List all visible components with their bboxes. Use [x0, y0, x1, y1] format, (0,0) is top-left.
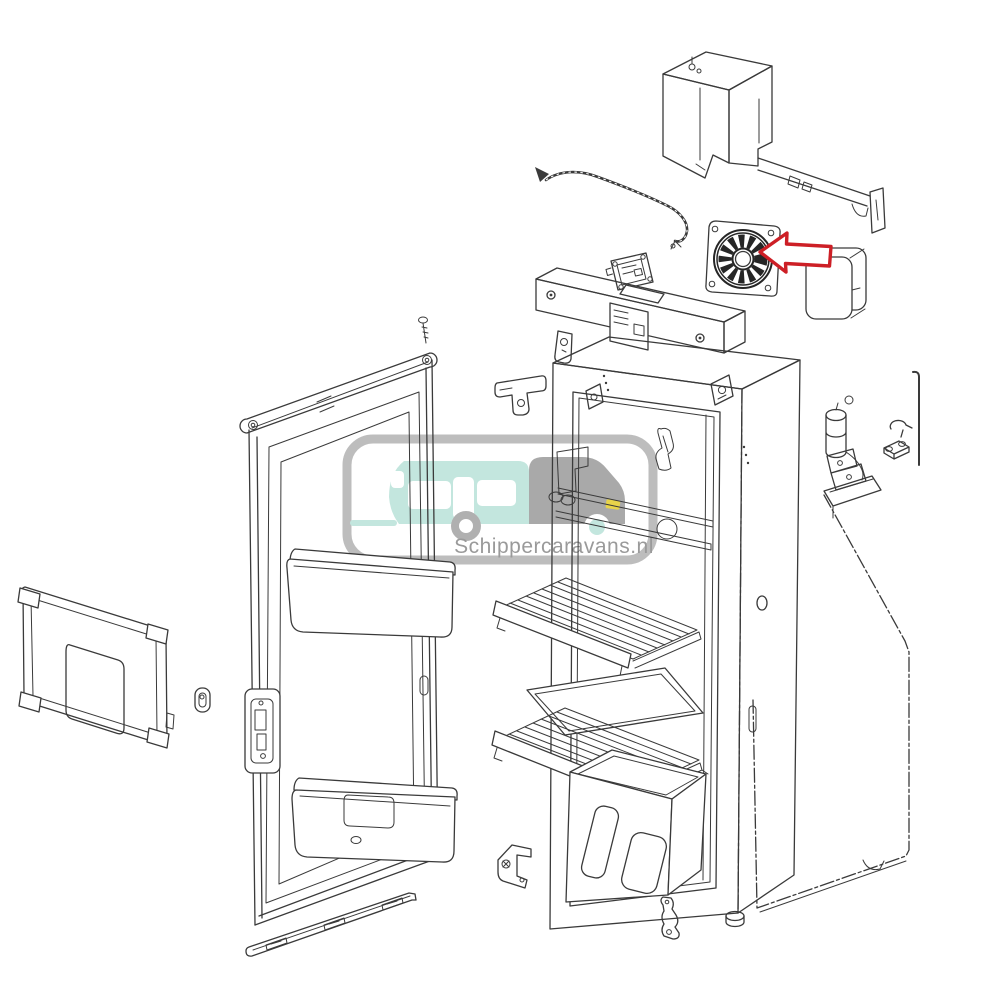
car-wheel: [589, 519, 605, 535]
annotation-arrow: [758, 231, 833, 274]
fan-blades: [718, 234, 768, 284]
harness-terminal: [535, 167, 549, 182]
evaporator-fittings: [548, 427, 714, 551]
flue-cover: [662, 51, 773, 179]
winter-vent-panel: [17, 586, 175, 749]
door-lock: [244, 688, 281, 774]
drip-tray: [526, 667, 704, 736]
grille-handle: [619, 284, 665, 304]
bottom-hinge-bracket: [660, 896, 680, 940]
caravan-door: [453, 477, 474, 519]
l-bracket: [497, 844, 532, 889]
panel-clip: [194, 687, 211, 713]
cabinet-foot: [725, 910, 745, 928]
wiring-harness: [535, 167, 689, 250]
door-lower-bin: [291, 777, 458, 863]
caravan-window-1: [408, 481, 451, 509]
caravan-drawbar: [350, 520, 397, 526]
door-assembly: [239, 316, 458, 926]
caravan-front-window: [391, 471, 404, 488]
t-bracket: [494, 375, 547, 416]
ventilation-fan: [705, 220, 781, 297]
side-panel: [752, 494, 910, 913]
crisper-box: [565, 749, 707, 903]
door-handle-slot: [419, 675, 429, 696]
mounting-rail: [757, 157, 886, 234]
car-silhouette: [529, 457, 625, 524]
caravan-wheel: [451, 511, 481, 541]
pipe-clips: [883, 419, 913, 460]
wire-shelf-upper: [492, 577, 702, 679]
door-screw: [418, 316, 429, 344]
watermark-text: Schippercaravans.nl: [454, 535, 654, 558]
burner-assembly: [823, 395, 882, 519]
fan-hub: [734, 250, 752, 268]
grille-mounting-tab: [554, 330, 573, 364]
car-headlight: [605, 499, 621, 510]
caravan-logo: [350, 457, 625, 541]
watermark-frame: [342, 434, 658, 565]
watermark: Schippercaravans.nl: [342, 434, 658, 565]
cabinet-top-tab-left: [585, 383, 604, 410]
grille-control-panel: [609, 302, 649, 351]
door-bottom-rail: [245, 892, 417, 957]
gas-rod: [912, 370, 920, 466]
door-upper-bin: [286, 548, 456, 638]
control-module: [605, 252, 654, 291]
caravan-window-2: [477, 480, 516, 506]
cabinet-top-tab-right: [710, 374, 734, 406]
